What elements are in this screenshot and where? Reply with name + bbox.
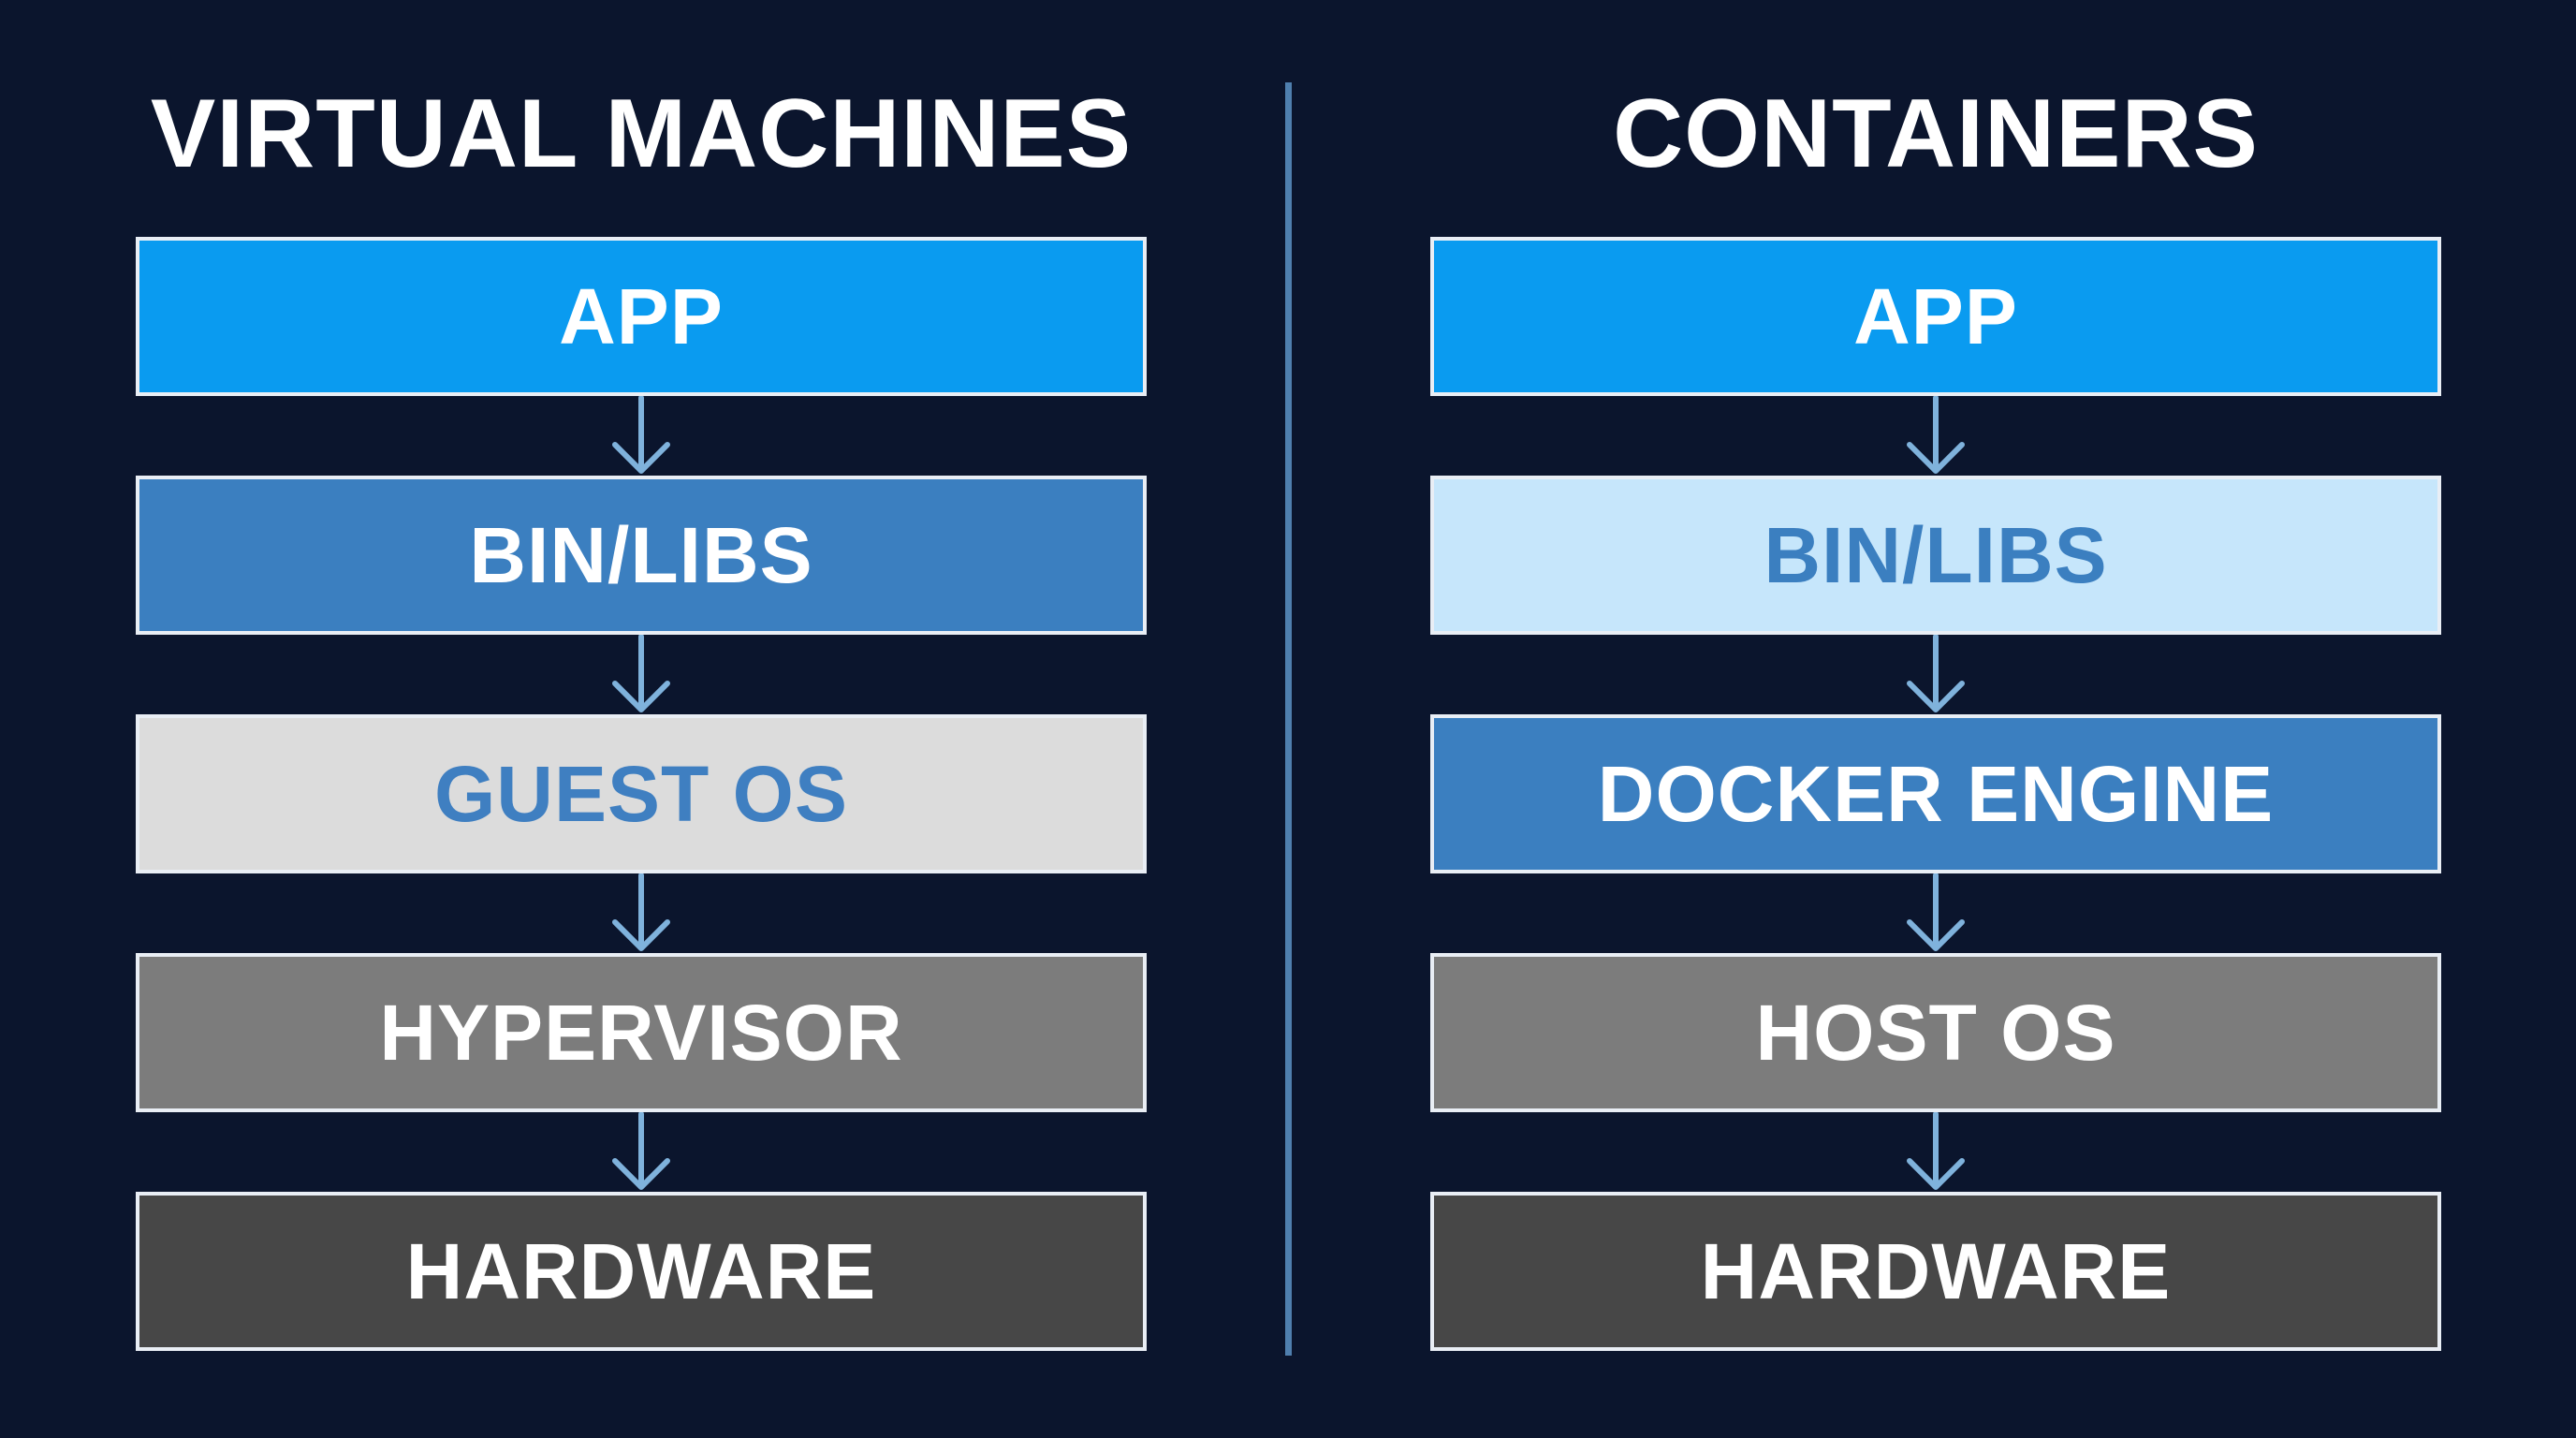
containers-host-os-layer: HOST OS <box>1430 953 2441 1112</box>
arrow-down-icon <box>612 1112 670 1190</box>
containers-docker-engine-layer: DOCKER ENGINE <box>1430 714 2441 873</box>
arrow-down-icon <box>612 635 670 712</box>
containers-column: CONTAINERS APP BIN/LIBS DOCKER ENGINE HO… <box>1430 0 2441 1438</box>
vm-hypervisor-layer: HYPERVISOR <box>136 953 1147 1112</box>
containers-app-layer: APP <box>1430 237 2441 396</box>
arrow-down-icon <box>1907 396 1965 474</box>
vm-bin-libs-layer: BIN/LIBS <box>136 476 1147 635</box>
virtual-machines-column: VIRTUAL MACHINES APP BIN/LIBS GUEST OS H… <box>136 0 1147 1438</box>
containers-bin-libs-layer: BIN/LIBS <box>1430 476 2441 635</box>
containers-title: CONTAINERS <box>1613 80 2259 188</box>
arrow-down-icon <box>612 396 670 474</box>
vm-app-layer: APP <box>136 237 1147 396</box>
containers-hardware-layer: HARDWARE <box>1430 1192 2441 1351</box>
arrow-down-icon <box>1907 1112 1965 1190</box>
arrow-down-icon <box>1907 635 1965 712</box>
vm-guest-os-layer: GUEST OS <box>136 714 1147 873</box>
vm-hardware-layer: HARDWARE <box>136 1192 1147 1351</box>
arrow-down-icon <box>1907 873 1965 951</box>
arrow-down-icon <box>612 873 670 951</box>
virtual-machines-title: VIRTUAL MACHINES <box>150 80 1133 188</box>
column-divider <box>1285 82 1292 1356</box>
